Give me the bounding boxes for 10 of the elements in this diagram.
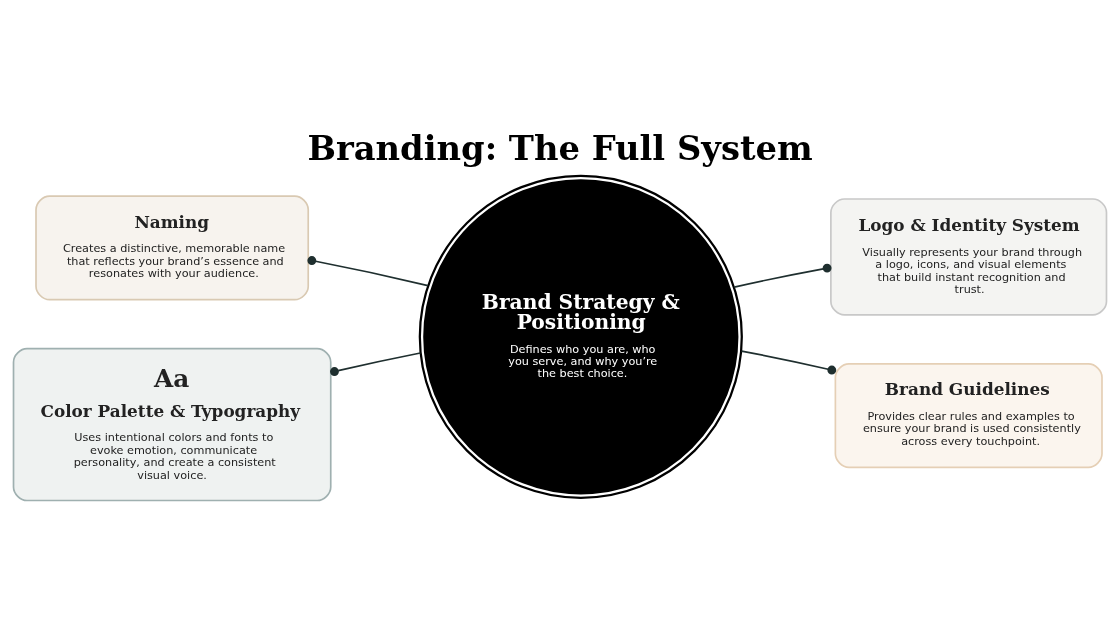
node-box: Logo & Identity System Visually represents your brand through a logo, icons, and visual elements that build instant recognition and trust. [830, 198, 1108, 316]
node-box: Naming Creates a distinctive, memorable name that reflects your brand’s essence and resonates with your audience. [35, 195, 310, 301]
connector [740, 350, 837, 375]
node-box: Brand Guidelines Provides clear rules and examples to ensure your brand is used consistently across every touchpoint. [834, 362, 1103, 469]
connector [733, 263, 832, 288]
node-box: Aa Color Palette & Typography Uses intentional colors and fonts to evoke emotion, communicate personality, and create a consistent visual voice. [12, 347, 332, 502]
diagram-title: Branding: The Full System [307, 127, 813, 168]
connector [330, 352, 422, 376]
connector [307, 256, 429, 287]
node-circle: Brand Strategy & Positioning Defines who you are, who you serve, and why you’re the best choice. [418, 174, 743, 499]
